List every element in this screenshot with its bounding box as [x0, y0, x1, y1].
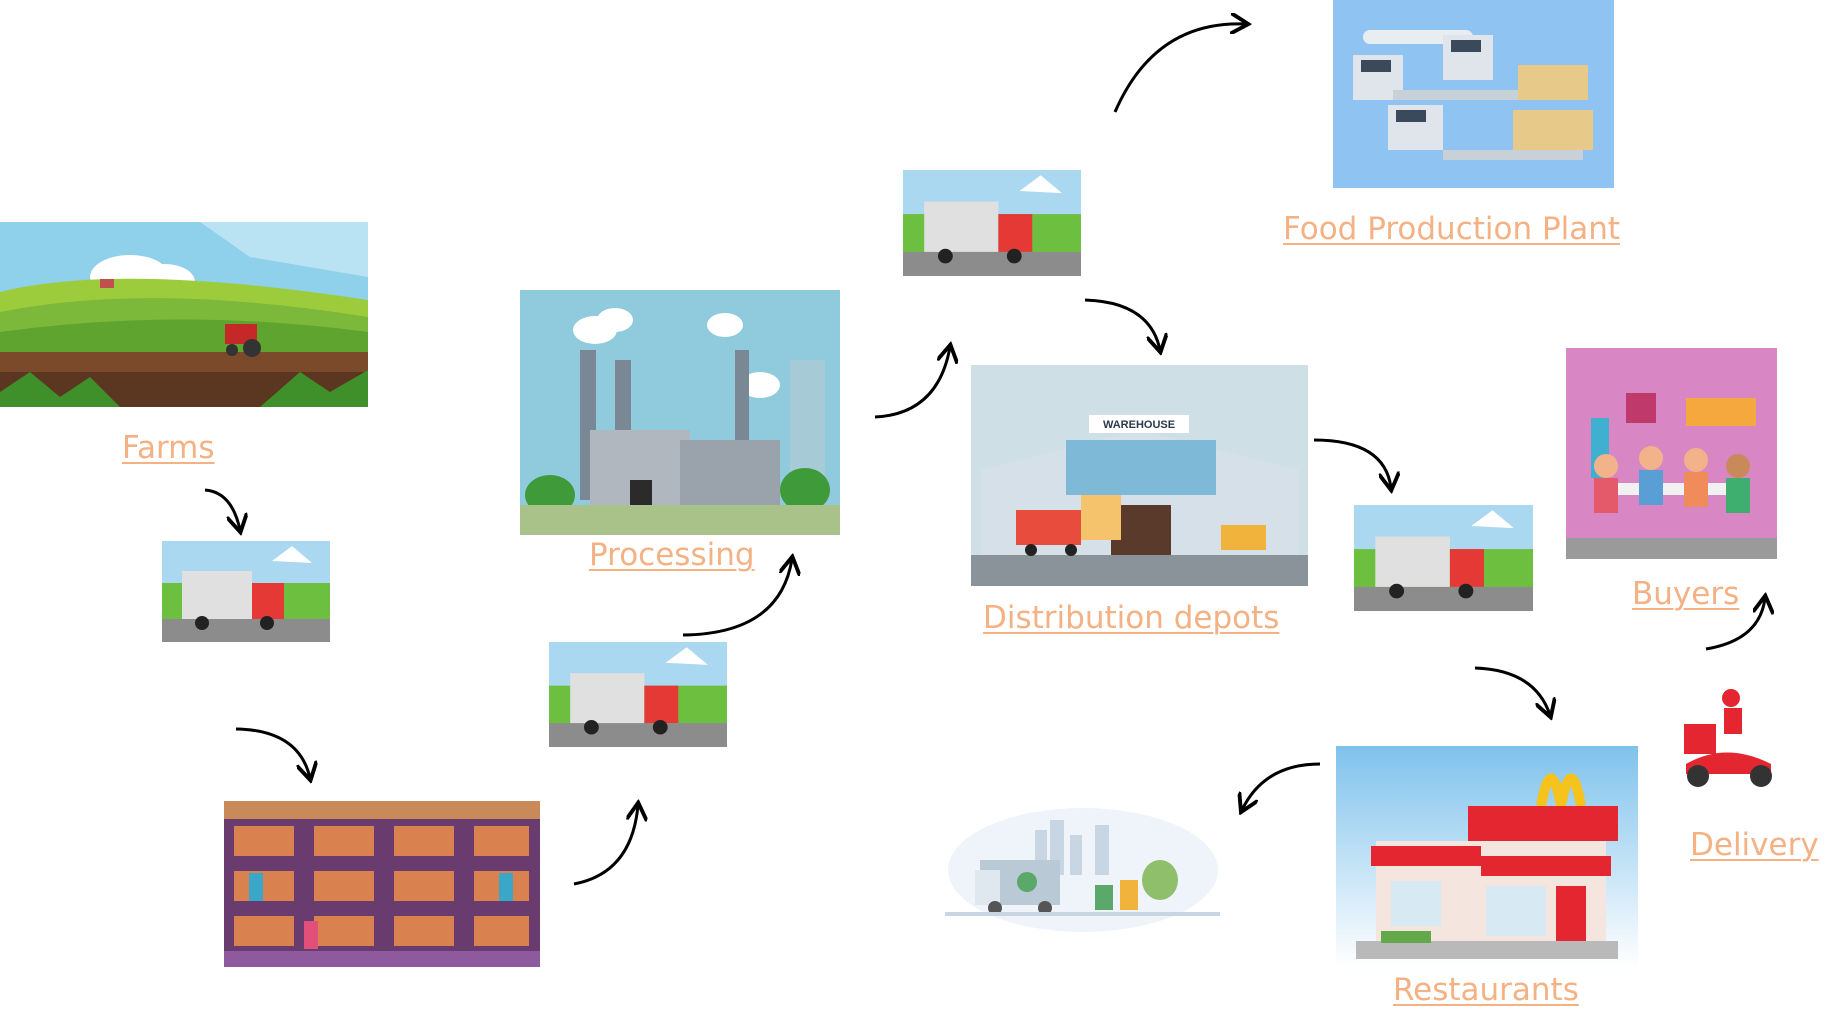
- food-plant-icon: [1333, 0, 1614, 188]
- arrow-storage-to-truck: [573, 805, 638, 886]
- arrow-processing-to-truck: [874, 347, 950, 419]
- arrow-truck-to-food-plant: [1113, 24, 1246, 113]
- restaurant-icon: [1336, 746, 1638, 968]
- arrow-distribution-to-truck: [1313, 438, 1391, 488]
- warehouse-sign: WAREHOUSE: [1103, 419, 1175, 431]
- truck-icon: [162, 541, 330, 642]
- arrow-truck-to-restaurants: [1474, 666, 1550, 715]
- recycling-icon: [945, 800, 1220, 940]
- restaurants-label[interactable]: Restaurants: [1393, 972, 1579, 1008]
- buyers-label[interactable]: Buyers: [1632, 576, 1740, 612]
- arrow-restaurants-to-recycling: [1242, 762, 1321, 810]
- truck-icon: [549, 642, 727, 747]
- storage-icon: [224, 801, 540, 967]
- warehouse-icon: WAREHOUSE: [971, 365, 1308, 586]
- delivery-label[interactable]: Delivery: [1690, 827, 1819, 863]
- factory-icon: [520, 290, 840, 535]
- arrow-farms-to-truck: [204, 488, 240, 530]
- distribution-label[interactable]: Distribution depots: [983, 600, 1280, 636]
- processing-label[interactable]: Processing: [589, 537, 755, 573]
- farm-icon: [0, 222, 368, 407]
- arrow-truck-to-storage: [235, 727, 310, 778]
- farms-label[interactable]: Farms: [122, 430, 215, 466]
- truck-icon: [903, 170, 1081, 276]
- food-plant-label[interactable]: Food Production Plant: [1283, 211, 1621, 247]
- delivery-scooter-icon: [1676, 686, 1779, 791]
- truck-icon: [1354, 505, 1533, 611]
- diners-icon: [1566, 348, 1777, 559]
- arrow-truck-to-distribution: [1084, 298, 1160, 350]
